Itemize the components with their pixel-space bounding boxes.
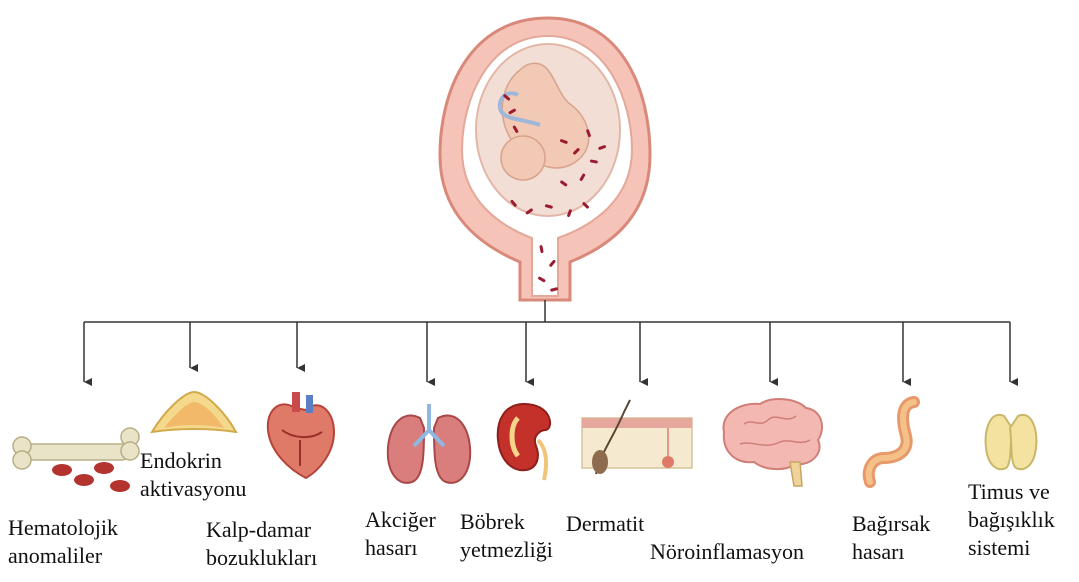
adrenal-gland-icon <box>152 392 236 432</box>
label-line: sistemi <box>968 534 1055 562</box>
label-kalp-damar-bozukluklari: Kalp-damar bozuklukları <box>206 516 317 572</box>
label-line: yetmezliği <box>460 536 553 564</box>
label-line: Nöroinflamasyon <box>650 538 804 566</box>
label-line: hasarı <box>365 534 436 562</box>
label-line: Böbrek <box>460 508 553 536</box>
label-line: bağışıklık <box>968 506 1055 534</box>
label-hematolojik-anomaliler: Hematolojik anomaliler <box>8 514 118 570</box>
thymus-icon <box>986 415 1037 469</box>
brain-icon <box>723 399 822 486</box>
intestine-icon <box>869 402 914 482</box>
label-line: aktivasyonu <box>140 475 246 503</box>
bone-blood-cells-icon <box>13 428 139 492</box>
skin-hair-follicle-icon <box>582 400 692 474</box>
label-akciger-hasari: Akciğer hasarı <box>365 506 436 562</box>
label-line: Kalp-damar <box>206 516 317 544</box>
label-dermatit: Dermatit <box>566 510 644 538</box>
label-line: hasarı <box>852 538 930 566</box>
kidney-icon <box>498 404 550 480</box>
label-noroinflamasyon: Nöroinflamasyon <box>650 538 804 566</box>
label-endokrin-aktivasyonu: Endokrin aktivasyonu <box>140 447 246 503</box>
heart-icon <box>268 392 334 478</box>
label-line: Akciğer <box>365 506 436 534</box>
uterus-fetus-icon <box>440 18 650 300</box>
label-line: Hematolojik <box>8 514 118 542</box>
lungs-icon <box>388 404 470 483</box>
label-bobrek-yetmezligi: Böbrek yetmezliği <box>460 508 553 564</box>
label-timus-ve-bagisiklik-sistemi: Timus ve bağışıklık sistemi <box>968 478 1055 562</box>
label-line: Dermatit <box>566 510 644 538</box>
label-line: Endokrin <box>140 447 246 475</box>
label-bagirsak-hasari: Bağırsak hasarı <box>852 510 930 566</box>
branch-connectors <box>84 300 1010 382</box>
label-line: bozuklukları <box>206 544 317 572</box>
label-line: Bağırsak <box>852 510 930 538</box>
label-line: anomaliler <box>8 542 118 570</box>
label-line: Timus ve <box>968 478 1055 506</box>
